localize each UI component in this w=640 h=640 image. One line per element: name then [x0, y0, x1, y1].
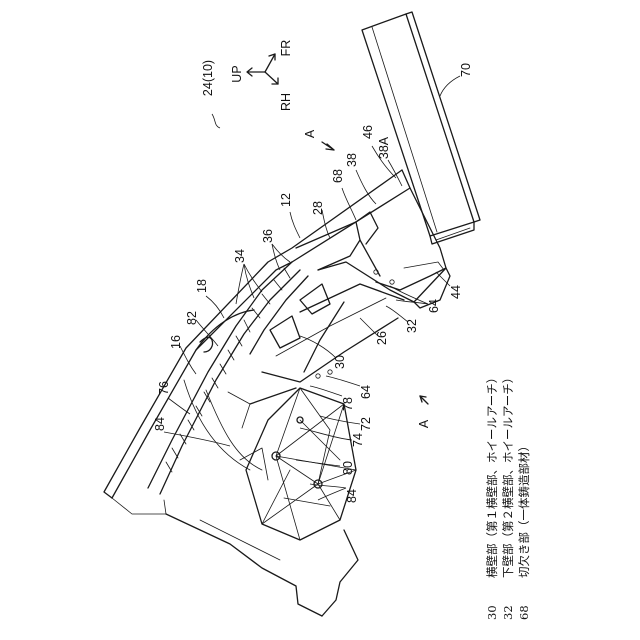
ref-label-70: 70 [459, 63, 473, 77]
leader-line [272, 244, 290, 262]
leader-line [436, 272, 450, 286]
wheel-arch-18 [184, 310, 262, 470]
ref-label-28: 28 [311, 201, 325, 215]
ref-label-84: 84 [345, 489, 359, 503]
axis-label-up: UP [230, 65, 244, 82]
leader-line [326, 376, 360, 386]
leader-line [310, 386, 342, 396]
ref-label-24-10: 24(10) [201, 60, 215, 96]
section-mark-a: A [303, 129, 317, 138]
section-arrowhead [326, 144, 334, 150]
section-marks: A A [303, 129, 431, 428]
ref-label-64: 64 [427, 299, 441, 313]
leader-line [440, 76, 460, 96]
ref-label-68: 68 [331, 169, 345, 183]
section-mark-a: A [417, 419, 431, 428]
leader-line [168, 398, 190, 414]
leader-line [300, 428, 352, 440]
ref-label-78: 78 [341, 397, 355, 411]
ref-label-16: 16 [169, 335, 183, 349]
ref-label-30: 30 [333, 355, 347, 369]
leader-line [388, 160, 402, 186]
ref-label-26: 26 [375, 331, 389, 345]
legend-number-30: 30 [485, 605, 499, 620]
lattice-ribs [246, 388, 356, 540]
ref-label-18: 18 [195, 279, 209, 293]
leader-line [236, 264, 244, 304]
ref-label-36: 36 [261, 229, 275, 243]
ref-label-82: 82 [185, 311, 199, 325]
ref-label-76: 76 [157, 381, 171, 395]
ref-label-46: 46 [361, 125, 375, 139]
rh-arrow-line [265, 72, 278, 84]
axis-label-fr: FR [279, 40, 293, 57]
legend-text-68: 切欠き部（一体鋳造部材） [517, 440, 531, 578]
rib-stack-34-36 [148, 262, 330, 494]
leader-line [356, 170, 376, 204]
leader-line [206, 296, 224, 318]
leader-line [164, 432, 230, 446]
ref-label-34: 34 [233, 249, 247, 263]
axis-label-rh: RH [279, 93, 293, 111]
legend-text-32: 下壁部（第２横壁部、ホイールアーチ） [501, 372, 515, 578]
ref-label-12: 12 [279, 193, 293, 207]
ref-label-72: 72 [359, 417, 373, 431]
legend: 30 横壁部（第１横壁部、ホイールアーチ） 32 下壁部（第２横壁部、ホイールア… [485, 372, 531, 620]
leader-line [290, 212, 300, 238]
ref-label-80: 80 [341, 461, 355, 475]
leader-line [196, 320, 218, 346]
ref-label-38: 38 [345, 153, 359, 167]
leader-line [296, 460, 340, 466]
ref-label-38a: 38A [377, 136, 391, 159]
reference-numerals: 70 24(10) 46 38A 38 68 28 12 36 34 18 82… [153, 60, 473, 503]
leader-line [180, 346, 196, 374]
legend-number-32: 32 [501, 605, 515, 620]
ref-label-64: 64 [359, 385, 373, 399]
ref-label-74: 74 [351, 433, 365, 447]
lower-skirt [166, 514, 358, 616]
legend-text-30: 横壁部（第１横壁部、ホイールアーチ） [485, 372, 499, 578]
leader-line [318, 488, 346, 500]
ref-label-32: 32 [405, 319, 419, 333]
legend-number-68: 68 [517, 605, 531, 620]
orientation-axes: FR UP RH [230, 40, 293, 111]
fr-arrow-line [265, 54, 275, 72]
ref-label-44: 44 [449, 285, 463, 299]
ref-label-84: 84 [153, 417, 167, 431]
leader-line [212, 114, 220, 128]
